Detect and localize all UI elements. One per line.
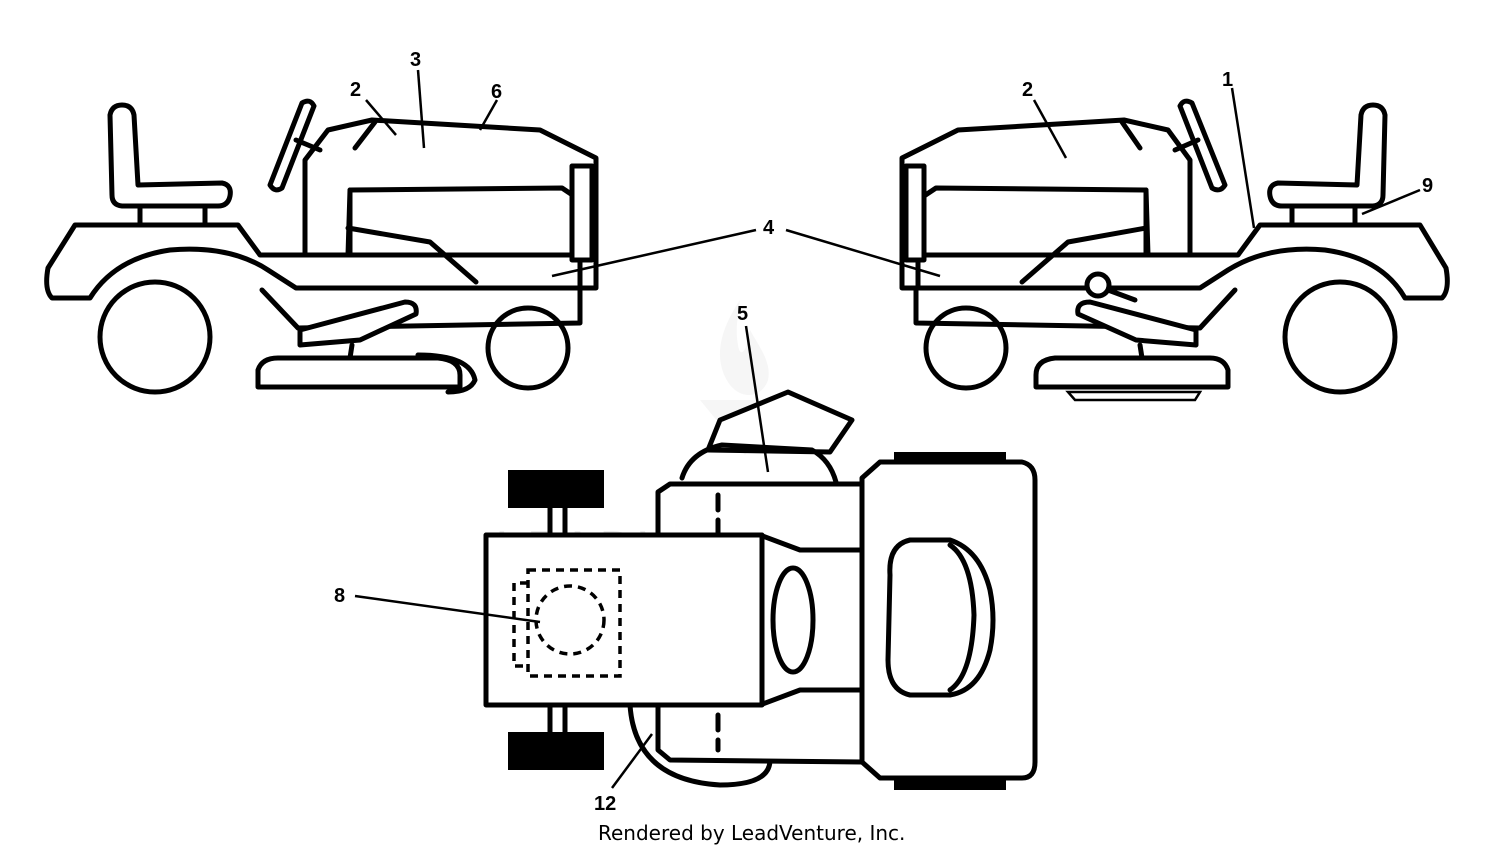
tractor-left-view xyxy=(44,98,599,395)
leader-lines xyxy=(354,69,1421,789)
callout-6: 6 xyxy=(491,81,502,103)
callout-4: 4 xyxy=(763,217,775,239)
tractor-top-view xyxy=(483,389,1038,790)
callout-2-right: 2 xyxy=(1022,79,1033,101)
callout-labels: 1 2 2 3 4 5 6 8 9 12 xyxy=(334,49,1433,815)
callout-3: 3 xyxy=(410,49,421,71)
tractor-right-view xyxy=(899,98,1450,402)
callout-8: 8 xyxy=(334,585,345,607)
footer-credit: Rendered by LeadVenture, Inc. xyxy=(598,821,905,845)
callout-1: 1 xyxy=(1222,69,1233,91)
callout-9: 9 xyxy=(1422,175,1433,197)
callout-5: 5 xyxy=(737,303,748,325)
callout-12: 12 xyxy=(594,793,616,815)
callout-2-left: 2 xyxy=(350,79,361,101)
